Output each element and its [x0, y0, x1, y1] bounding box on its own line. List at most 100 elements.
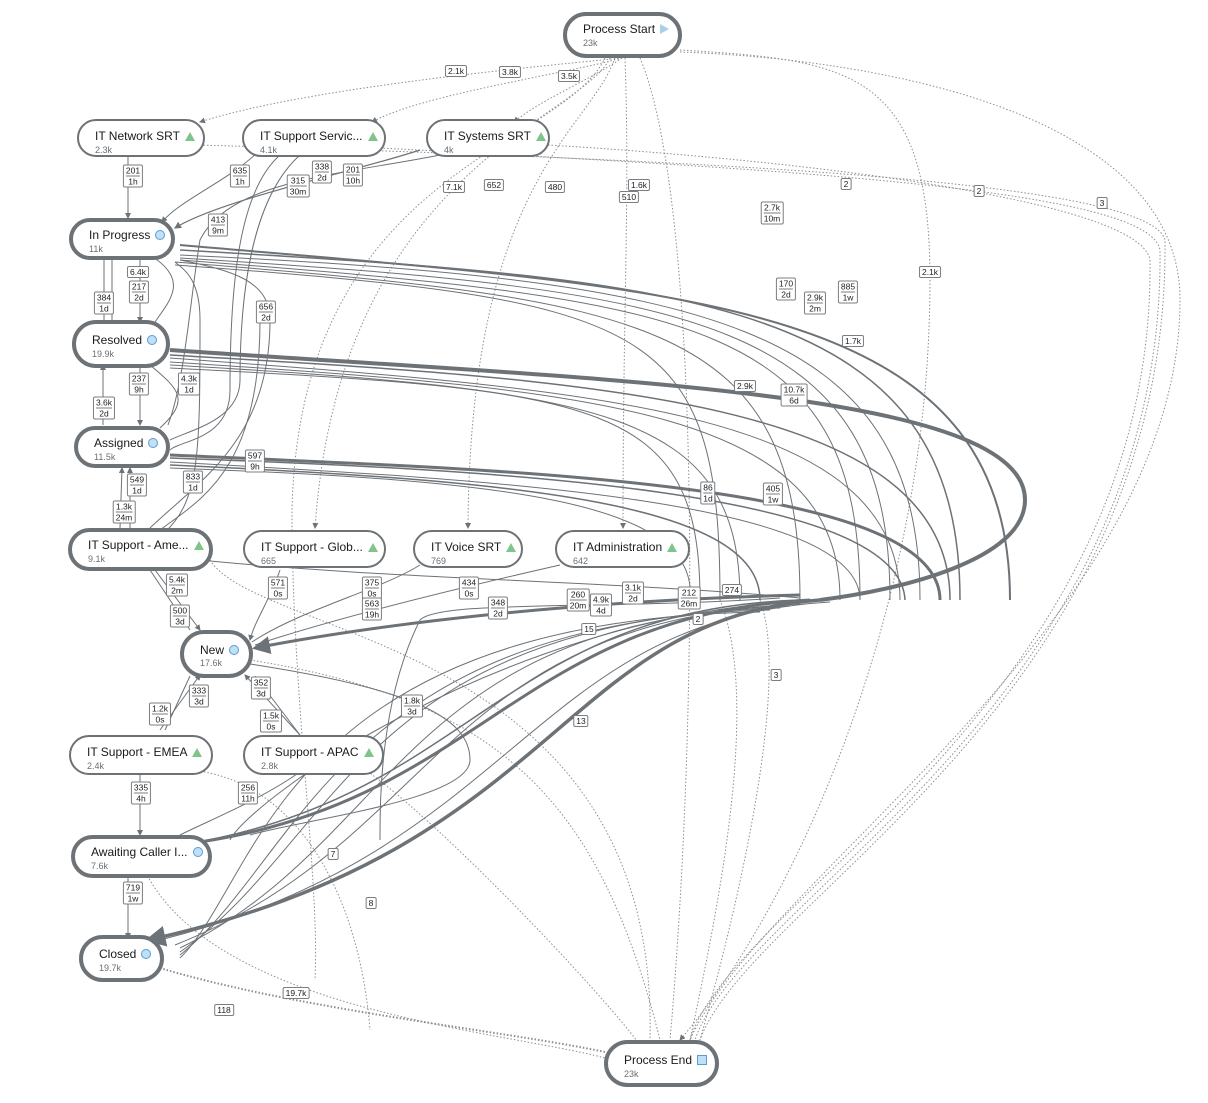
node-it-support-servic[interactable]: IT Support Servic... 4.1k [242, 119, 386, 157]
circle-icon [147, 335, 158, 345]
edge-label-count: 549 [129, 474, 145, 485]
node-it-support-ame[interactable]: IT Support - Ame... 9.1k [68, 528, 213, 571]
node-label: Process End [624, 1053, 693, 1067]
edge-label-duration: 3d [191, 695, 207, 707]
node-label: IT Support - Ame... [88, 538, 189, 552]
node-count: 4k [444, 145, 454, 155]
node-process-end[interactable]: Process End 23k [604, 1040, 719, 1087]
node-label: Assigned [94, 436, 144, 450]
edge-label-count: 375 [364, 577, 380, 588]
edge-label-duration: 10m [763, 212, 781, 224]
edge-label-count: 333 [191, 685, 207, 696]
node-process-start[interactable]: Process Start 23k [563, 12, 682, 58]
node-it-support-apac[interactable]: IT Support - APAC 2.8k [243, 735, 384, 775]
dotted-edges [139, 49, 1181, 1059]
edge-label-count: 652 [486, 180, 502, 190]
edge-label-count: 1.6k [630, 180, 648, 190]
edge-label-duration: 0s [262, 720, 280, 732]
edge-label-duration: 1h [125, 175, 141, 187]
edge-label-count: 19.7k [285, 988, 307, 998]
edge-label: 118 [214, 1004, 234, 1016]
edge-label-duration: 3d [172, 615, 188, 627]
node-label: IT Systems SRT [444, 129, 531, 143]
edge-label-duration: 2d [258, 311, 274, 323]
edge-label-duration: 2d [131, 291, 147, 303]
edge-label-duration: 0s [364, 587, 380, 599]
node-new[interactable]: New 17.6k [180, 630, 253, 678]
node-count: 23k [624, 1069, 639, 1079]
edge-label-duration: 1w [765, 493, 781, 505]
node-it-administration[interactable]: IT Administration 642 [555, 530, 690, 568]
edge-label-count: 1.8k [403, 695, 421, 706]
node-assigned[interactable]: Assigned 11.5k [74, 426, 170, 468]
node-count: 642 [573, 556, 589, 566]
circle-icon [148, 438, 159, 448]
node-resolved[interactable]: Resolved 19.9k [72, 320, 170, 368]
edge-label: 19.7k [282, 987, 310, 999]
node-label: IT Voice SRT [431, 540, 502, 554]
edge-label-count: 10.7k [783, 384, 805, 395]
node-it-voice-srt[interactable]: IT Voice SRT 769 [413, 530, 523, 568]
circle-icon [229, 645, 240, 655]
edge-label: 15 [581, 623, 597, 635]
edge-label-duration: 30m [289, 185, 307, 197]
edge-label-count: 434 [461, 577, 477, 588]
node-awaiting-caller[interactable]: Awaiting Caller I... 7.6k [71, 835, 212, 878]
edge-label-count: 2 [976, 186, 982, 196]
edge-label-count: 719 [125, 882, 141, 893]
circle-icon [141, 949, 152, 959]
node-count: 11k [89, 244, 103, 254]
node-count: 19.9k [92, 349, 115, 359]
node-count: 23k [583, 38, 598, 48]
node-count: 7.6k [91, 861, 109, 871]
edge-label: 480 [544, 181, 566, 193]
node-count: 4.1k [260, 145, 278, 155]
node-closed[interactable]: Closed 19.7k [79, 935, 164, 982]
node-label: IT Support Servic... [260, 129, 363, 143]
node-in-progress[interactable]: In Progress 11k [69, 218, 175, 260]
node-count: 11.5k [94, 452, 116, 462]
edge-label-count: 480 [547, 182, 563, 192]
edge-label: 652 [483, 179, 505, 191]
node-count: 2.8k [261, 761, 279, 771]
triangle-icon [535, 131, 546, 141]
edge-label-duration: 0s [151, 713, 169, 725]
node-count: 665 [261, 556, 277, 566]
edge-label: 3.5k [557, 70, 581, 82]
edge-label-duration: 1d [180, 383, 198, 395]
edge-label-duration: 2d [778, 288, 794, 300]
triangle-icon [506, 542, 517, 552]
edge-label-count: 413 [210, 214, 226, 225]
edge-label-count: 274 [724, 585, 740, 595]
edge-label-duration: 4h [133, 792, 149, 804]
node-label: Resolved [92, 333, 143, 347]
edge-label-count: 405 [765, 483, 781, 494]
circle-icon [155, 230, 166, 240]
node-it-network-srt[interactable]: IT Network SRT 2.3k [77, 119, 205, 157]
edge-label-count: 338 [314, 161, 330, 172]
edge-label-duration: 1d [129, 484, 145, 496]
edge-label-count: 3.5k [560, 71, 578, 81]
edge-label-count: 118 [217, 1005, 231, 1015]
node-it-support-glob[interactable]: IT Support - Glob... 665 [243, 530, 386, 568]
edge-label: 3 [770, 669, 782, 681]
node-it-systems-srt[interactable]: IT Systems SRT 4k [426, 119, 550, 157]
edge-label-duration: 4d [592, 604, 610, 616]
edge-label-duration: 9m [210, 224, 226, 236]
edge-label-count: 256 [240, 782, 256, 793]
edge-label-count: 833 [185, 471, 201, 482]
node-it-support-emea[interactable]: IT Support - EMEA 2.4k [69, 735, 213, 775]
edge-label-duration: 6d [783, 394, 805, 406]
